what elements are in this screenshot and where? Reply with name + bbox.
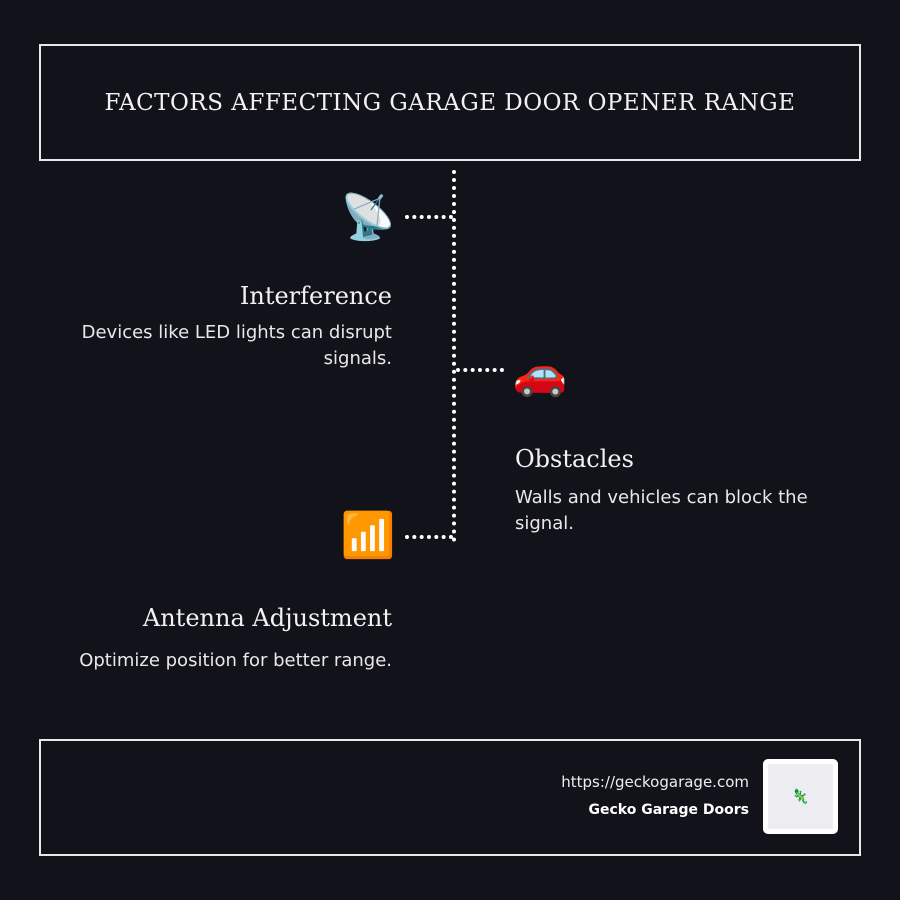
- connector-interference: [405, 215, 453, 219]
- title-box: FACTORS AFFECTING GARAGE DOOR OPENER RAN…: [39, 44, 861, 161]
- footer: https://geckogarage.com Gecko Garage Doo…: [39, 739, 861, 856]
- gecko-logo-icon: 🦎: [768, 764, 833, 829]
- antenna-heading: Antenna Adjustment: [142, 604, 392, 632]
- brand-name: Gecko Garage Doors: [588, 802, 750, 818]
- car-icon: 🚗: [512, 348, 568, 399]
- logo: 🦎: [763, 759, 838, 834]
- interference-heading: Interference: [239, 282, 392, 310]
- satellite-dish-icon: 📡: [340, 192, 396, 243]
- page-title: FACTORS AFFECTING GARAGE DOOR OPENER RAN…: [104, 89, 796, 116]
- interference-description: Devices like LED lights can disrupt sign…: [81, 322, 392, 369]
- timeline-line: [452, 170, 456, 542]
- obstacles-heading: Obstacles: [515, 445, 634, 473]
- connector-antenna: [405, 535, 453, 539]
- signal-bars-icon: 📶: [340, 510, 396, 561]
- obstacles-description: Walls and vehicles can block the signal.: [515, 487, 808, 534]
- antenna-description: Optimize position for better range.: [79, 650, 392, 671]
- website-link[interactable]: https://geckogarage.com: [561, 773, 749, 791]
- connector-obstacles: [456, 368, 504, 372]
